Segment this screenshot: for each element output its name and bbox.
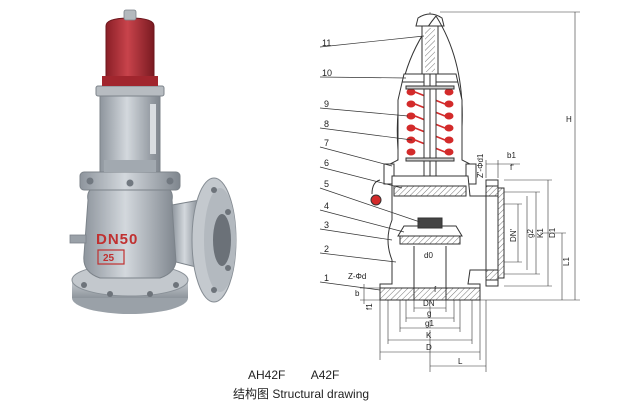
body-lettering: DN50 <box>96 231 138 248</box>
valve-photo: DN50 25 <box>69 9 237 314</box>
dim-b1: b1 <box>507 151 516 160</box>
caption-models: AH42F A42F <box>248 368 339 382</box>
callout-leaders <box>319 35 425 291</box>
dim-outlet-bolts: Z'-Φd1 <box>476 153 485 178</box>
caption-title: 结构图 Structural drawing <box>233 387 370 401</box>
callout-11: 11 <box>322 38 331 48</box>
dim-dn: DN <box>423 299 435 308</box>
dim-k: K <box>426 331 432 340</box>
callout-2: 2 <box>324 244 329 254</box>
callout-3: 3 <box>324 220 329 230</box>
dim-b: b <box>355 289 360 298</box>
dim-l: L <box>458 357 463 366</box>
dim-dn-outlet: DN' <box>509 228 518 242</box>
dim-h: H <box>566 115 572 124</box>
dim-f: f <box>434 285 437 294</box>
dimension-lines <box>360 11 580 372</box>
red-cap <box>105 17 155 85</box>
dim-g1: g1 <box>425 319 434 328</box>
dimension-labels: H L1 D1 K1 DN' g2 Z'-Φd1 b1 f' Z-Φd b f1… <box>348 115 572 366</box>
dim-g2: g2 <box>526 229 535 238</box>
caption-model-a: AH42F <box>248 368 286 382</box>
callout-10: 10 <box>322 68 332 78</box>
drawing-inlet-flange <box>379 287 481 301</box>
dim-d1: D1 <box>548 227 557 238</box>
dim-f1-outlet: f' <box>510 163 514 172</box>
structural-drawing <box>370 12 505 330</box>
callout-1: 1 <box>324 273 329 283</box>
callout-8: 8 <box>324 119 329 129</box>
callout-7: 7 <box>324 138 329 148</box>
caption-model-b: A42F <box>310 368 340 382</box>
dim-d0: d0 <box>424 251 433 260</box>
dim-f1-inlet: f1 <box>365 303 374 310</box>
callout-9: 9 <box>324 99 329 109</box>
dim-l1: L1 <box>562 257 571 266</box>
callout-4: 4 <box>324 201 329 211</box>
callout-numbers: 11 10 9 8 7 6 5 4 3 2 1 <box>322 38 332 283</box>
callout-5: 5 <box>324 179 329 189</box>
lever-knob <box>370 194 382 206</box>
callout-6: 6 <box>324 158 329 168</box>
dim-k1: K1 <box>536 228 545 238</box>
dim-g: g <box>427 309 431 318</box>
dim-d: D <box>426 343 432 352</box>
badge-lettering: 25 <box>103 253 115 264</box>
dim-inlet-bolts: Z-Φd <box>348 272 366 281</box>
